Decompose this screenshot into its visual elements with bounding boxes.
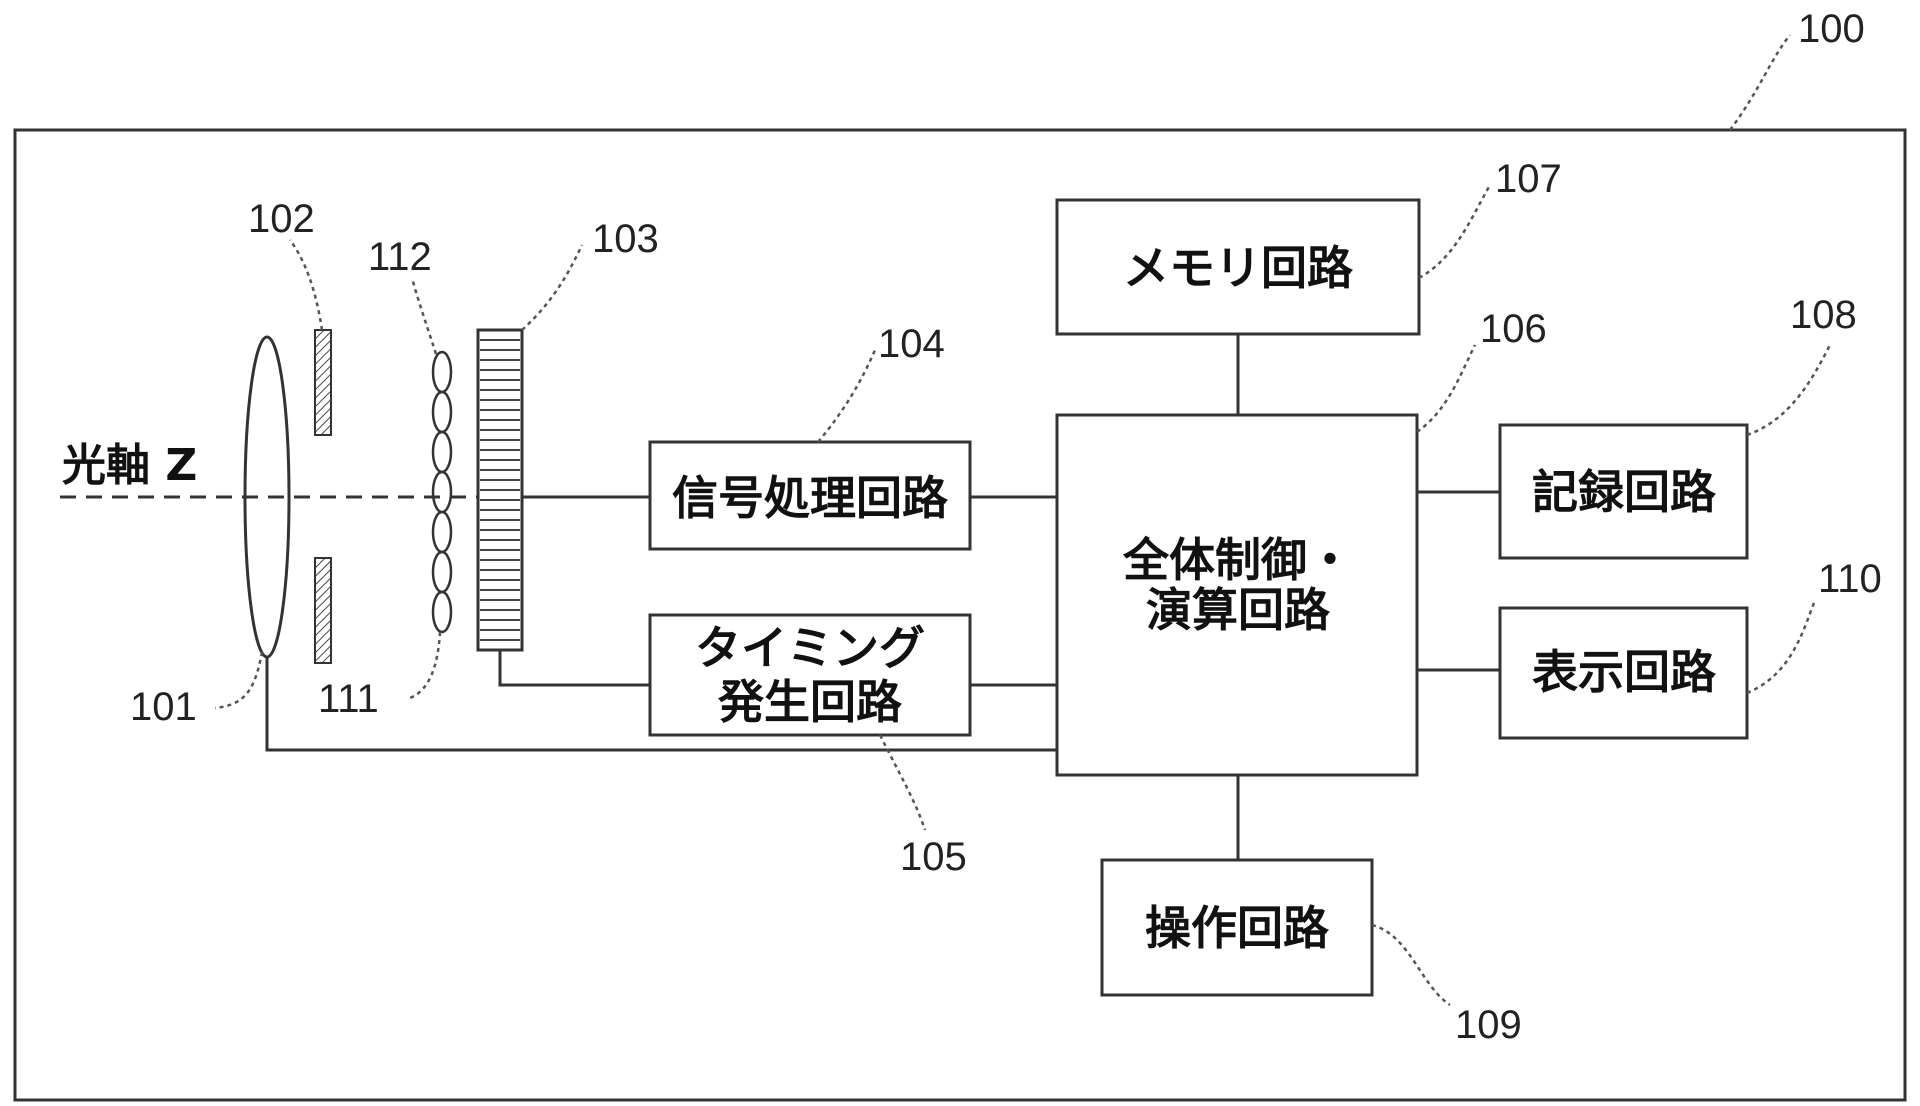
ref-106: 106 (1480, 307, 1547, 351)
timing-generator-label-2: 発生回路 (718, 675, 903, 729)
lead-107 (1418, 184, 1492, 280)
ref-104: 104 (878, 322, 945, 366)
operation-circuit-label: 操作回路 (1145, 901, 1330, 955)
lead-109 (1371, 923, 1451, 1007)
ref-103: 103 (592, 217, 659, 261)
lead-112 (410, 277, 438, 355)
ref-110: 110 (1818, 557, 1882, 601)
memory-circuit-box (1055, 198, 1421, 336)
lead-106 (1416, 344, 1477, 434)
timing-generator-box (648, 613, 972, 737)
ref-107: 107 (1495, 157, 1562, 201)
signal-processing-label: 信号処理回路 (672, 471, 949, 525)
ref-102: 102 (248, 197, 315, 241)
operation-circuit-box (1100, 858, 1374, 997)
display-circuit-box (1498, 606, 1749, 740)
device-frame (13, 128, 1907, 1102)
optical-axis-label: 光軸 Z (62, 440, 197, 491)
lead-102 (288, 239, 324, 331)
memory-circuit-label: メモリ回路 (1123, 241, 1354, 295)
control-circuit-label-1: 全体制御・ (1122, 533, 1353, 587)
signal-processing-box (648, 440, 972, 551)
lead-105 (878, 734, 927, 831)
microlens-array-112 (431, 350, 453, 634)
ref-109: 109 (1455, 1003, 1522, 1047)
ref-105: 105 (900, 835, 967, 879)
ref-108: 108 (1790, 293, 1857, 337)
recording-circuit-box (1498, 423, 1749, 560)
aperture-lower-102 (314, 557, 332, 664)
display-circuit-label: 表示回路 (1532, 645, 1717, 699)
sensor-cells (480, 339, 520, 641)
control-circuit-label-2: 演算回路 (1146, 583, 1331, 637)
ref-112: 112 (368, 235, 432, 279)
lead-101 (214, 651, 264, 710)
recording-circuit-label: 記録回路 (1532, 465, 1717, 519)
control-circuit-box (1055, 413, 1419, 777)
lead-104 (817, 349, 877, 443)
aperture-upper-102 (314, 329, 332, 436)
lead-111 (409, 631, 442, 700)
ref-100: 100 (1798, 7, 1865, 51)
ref-111: 111 (318, 677, 379, 721)
lead-103 (521, 244, 584, 331)
ref-101: 101 (130, 685, 197, 729)
lead-100 (1728, 34, 1791, 131)
wire-lens-to-control (265, 657, 1057, 752)
wire-sensor-to-timing (498, 650, 650, 687)
lead-108 (1746, 344, 1832, 437)
lead-110 (1746, 599, 1817, 695)
timing-generator-label-1: タイミング (695, 621, 925, 675)
